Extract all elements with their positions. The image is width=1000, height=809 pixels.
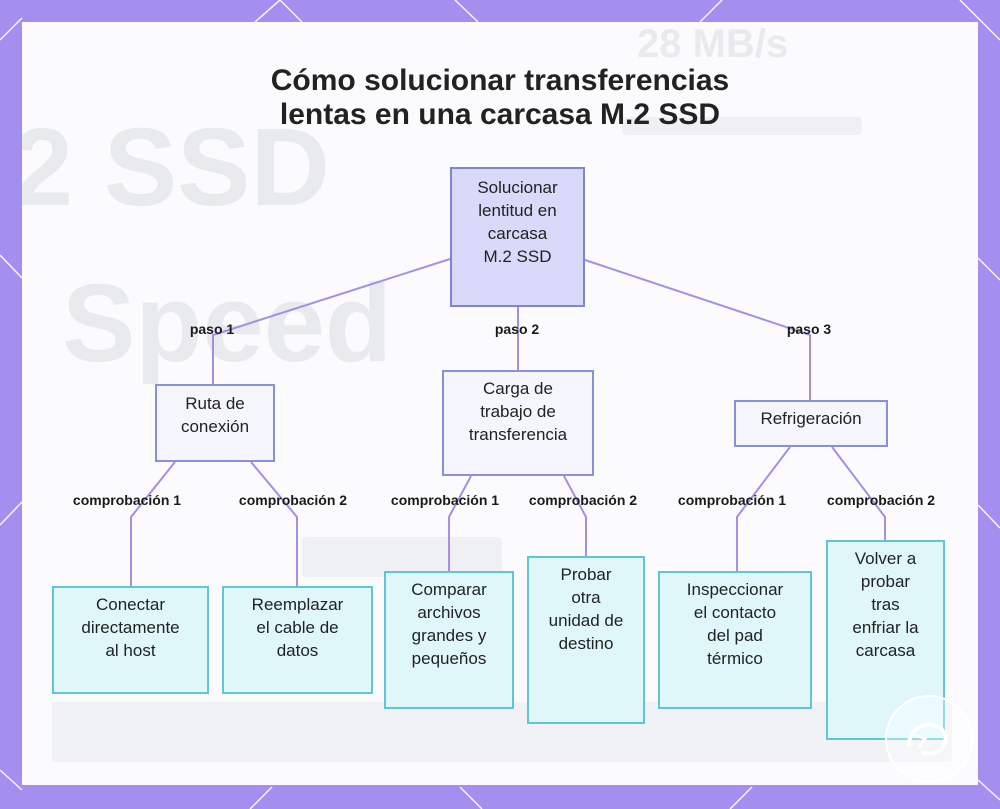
node-line: probar [860,572,911,591]
node-line: grandes y [411,626,487,645]
node-line: al host [105,641,156,660]
connector-root-step1 [212,258,451,384]
node-line: el cable de [256,618,339,637]
node-line: tras [871,595,900,614]
edge-label-check: comprobación 2 [826,492,936,508]
step-node-3: Refrigeración [734,400,888,447]
title-line: Cómo solucionar transferencias [270,64,730,97]
node-line: Conectar [96,595,165,614]
title-line: lentas en una carcasa M.2 SSD [279,98,721,131]
edge-label-check: comprobación 2 [238,492,348,508]
node-line: Volver a [854,549,917,568]
node-line: datos [276,641,319,660]
edge-label-check: comprobación 1 [72,492,182,508]
node-line: transferencia [468,425,568,444]
node-line: otra [571,588,601,607]
node-line: del pad [707,626,763,645]
node-line: Solucionar [477,178,558,197]
background-bar [52,702,952,762]
edge-label-check: comprobación 1 [677,492,787,508]
check-node-thermal-pad: Inspeccionar el contacto del pad térmico [658,571,812,709]
background-text-speed: Speed [62,262,393,385]
check-node-replace-cable: Reemplazar el cable de datos [222,586,373,694]
node-line: M.2 SSD [483,247,552,266]
node-line: archivos [417,603,481,622]
node-line: Inspeccionar [686,580,784,599]
connector-step1-check2 [250,461,298,586]
edge-label-step-3: paso 3 [786,321,832,337]
node-line: Reemplazar [251,595,344,614]
check-node-connect-host: Conectar directamente al host [52,586,209,694]
connector-step3-check2 [831,446,886,540]
connector-step2-check2 [563,475,587,556]
node-line: conexión [180,417,250,436]
node-line: carcasa [487,224,548,243]
check-node-other-drive: Probar otra unidad de destino [527,556,645,724]
background-bar [622,117,862,135]
background-text-rate: 28 MB/s [637,22,789,66]
node-line: Carga de [483,379,553,398]
node-line: lentitud en [478,201,557,220]
node-line: destino [558,634,614,653]
connector-step3-check1 [736,446,791,571]
step-node-2: Carga de trabajo de transferencia [442,370,594,476]
node-line: enfriar la [852,618,919,637]
node-line: unidad de [548,611,624,630]
node-line: Probar [560,565,612,584]
step-node-1: Ruta de conexión [155,384,275,462]
check-node-compare-files: Comparar archivos grandes y pequeños [384,571,514,709]
node-line: pequeños [411,649,487,668]
node-line: Refrigeración [760,409,862,428]
node-line: carcasa [855,641,916,660]
connector-step2-check1 [448,475,472,571]
edge-label-step-2: paso 2 [494,321,540,337]
edge-label-step-1: paso 1 [189,321,235,337]
edge-label-check: comprobación 2 [528,492,638,508]
node-line: Ruta de [185,394,245,413]
background-text-ssd: 2 SSD [22,106,330,229]
root-node: Solucionar lentitud en carcasa M.2 SSD [450,167,585,307]
node-line: térmico [707,649,763,668]
watermark-logo-icon [885,695,973,783]
node-line: directamente [81,618,180,637]
node-line: el contacto [693,603,777,622]
diagram-title: Cómo solucionar transferencias lentas en… [150,64,850,132]
connector-root-step3 [584,259,811,400]
node-line: trabajo de [480,402,556,421]
background-bar [302,537,502,577]
connector-step1-check1 [130,461,176,586]
edge-label-check: comprobación 1 [390,492,500,508]
node-line: Comparar [411,580,487,599]
